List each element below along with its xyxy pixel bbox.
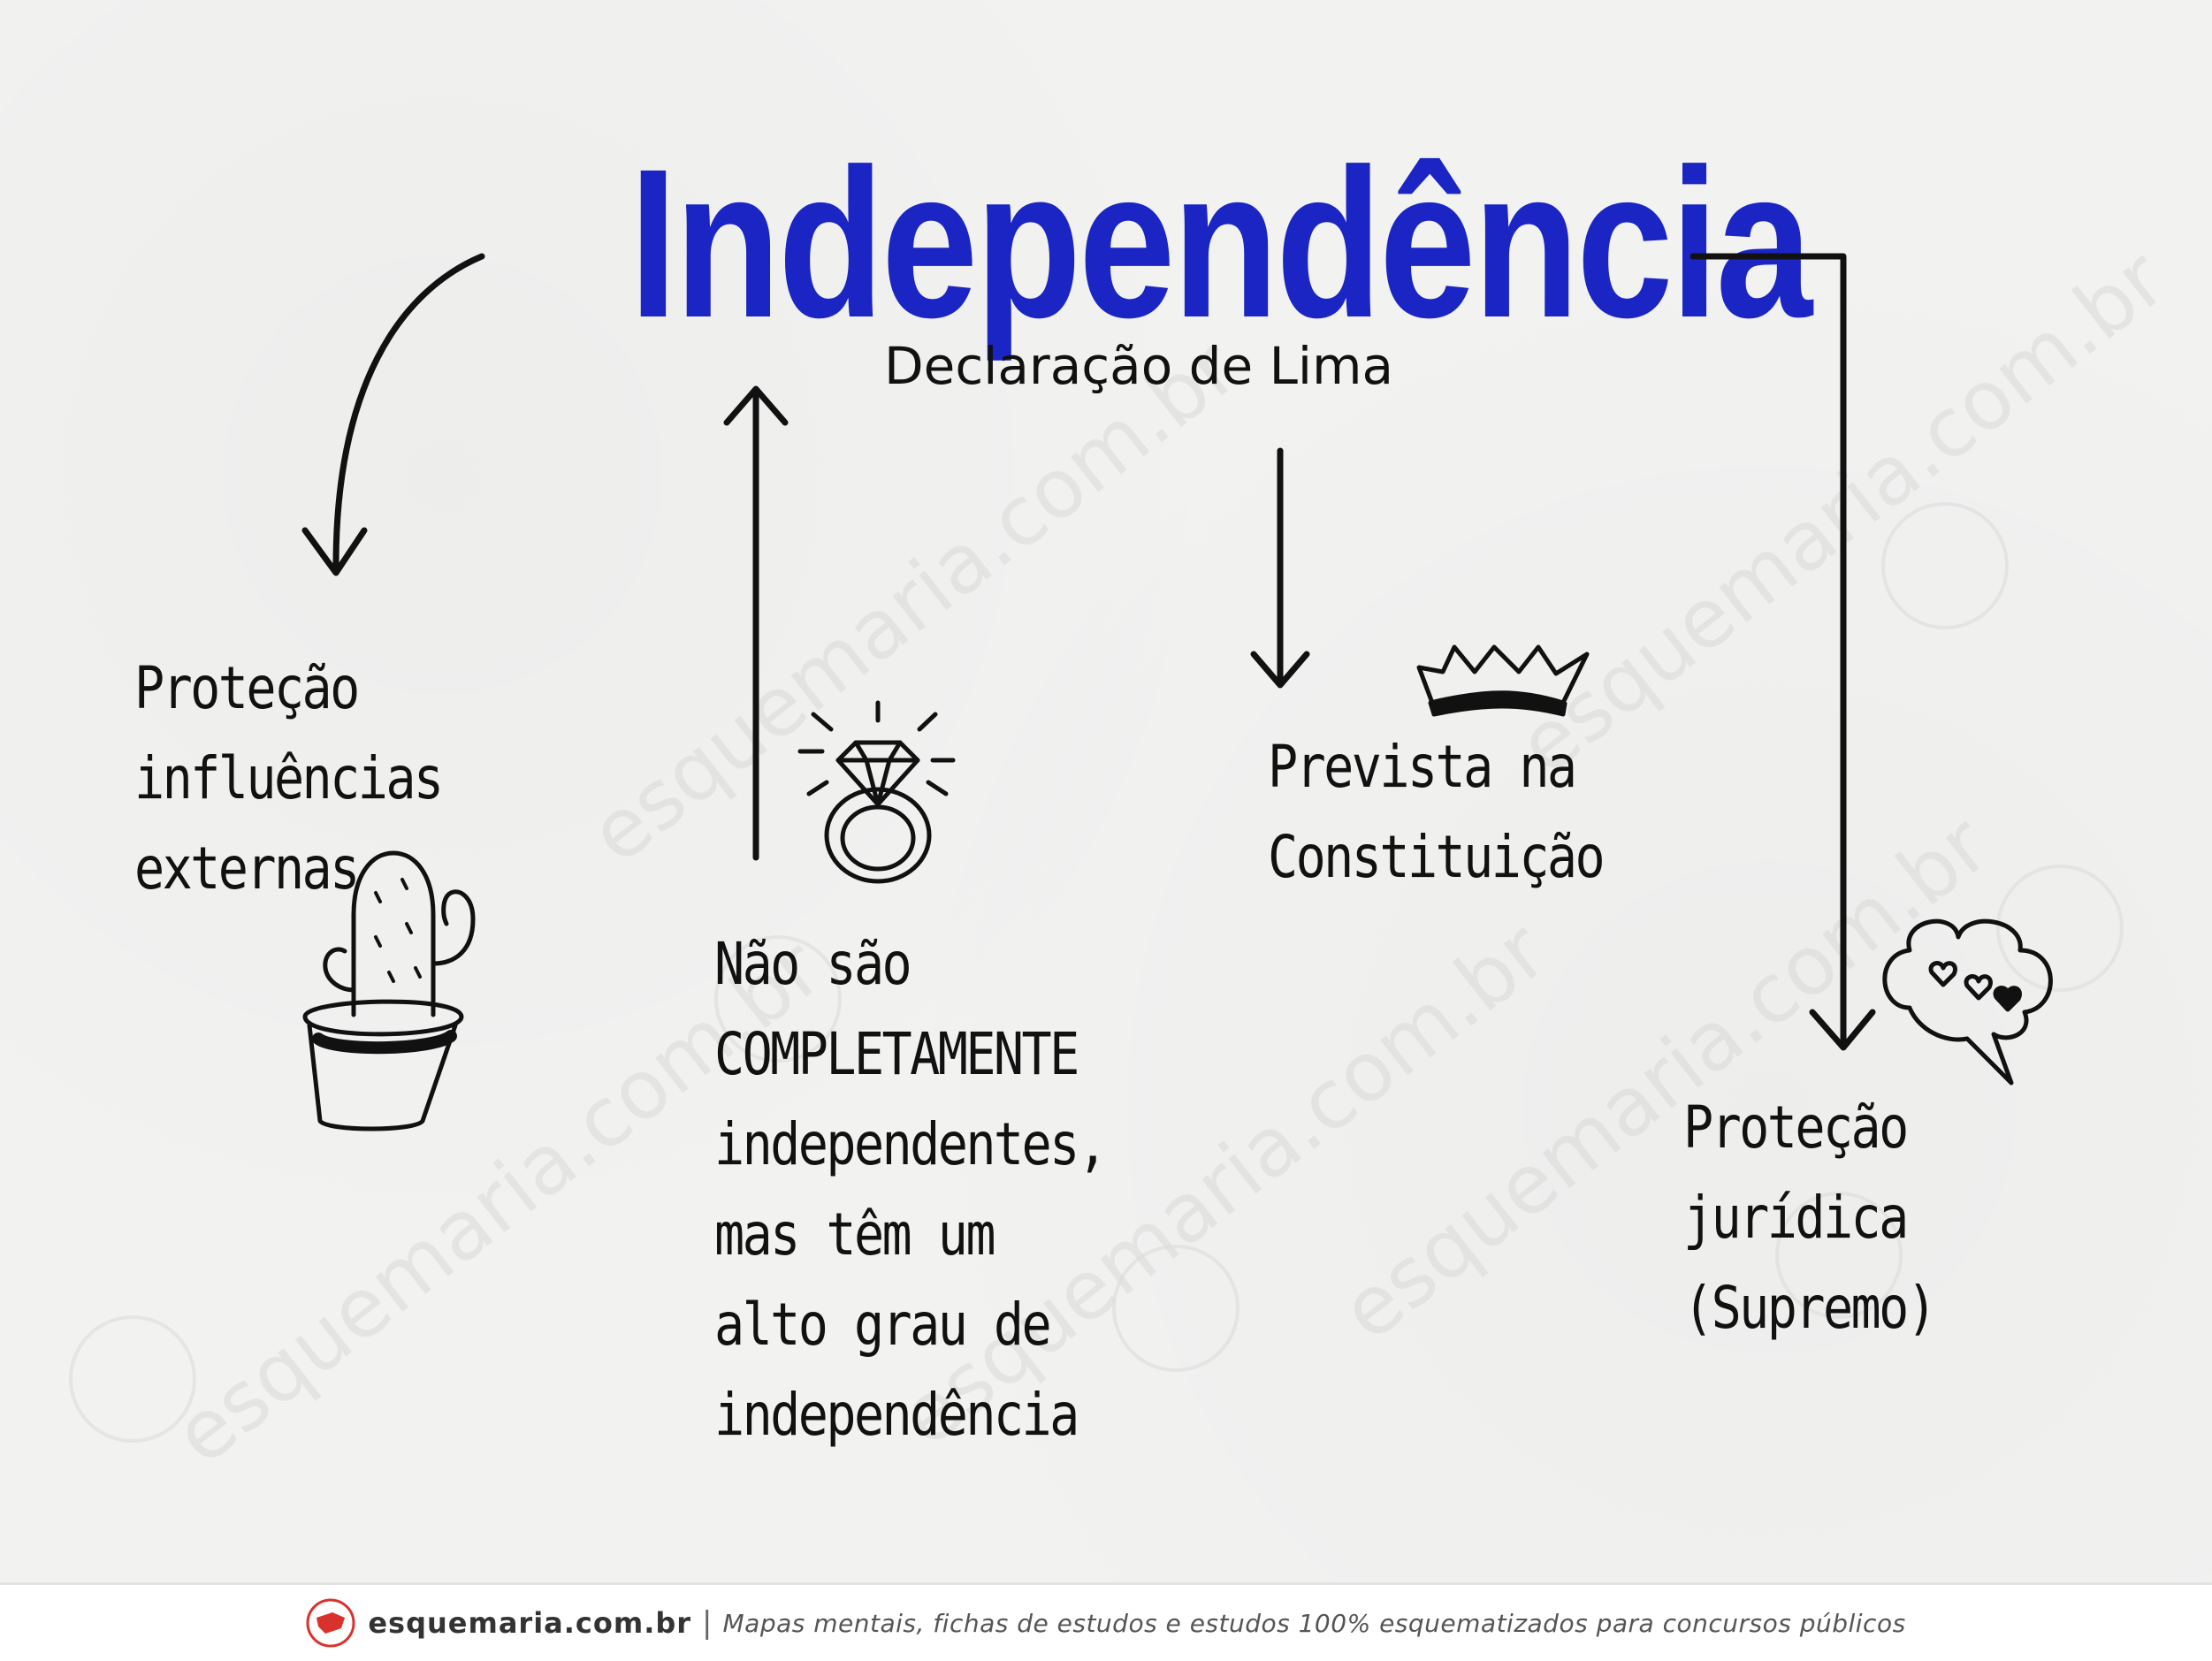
arrow-head-protecao xyxy=(301,527,368,576)
note-line: Proteção xyxy=(134,654,360,722)
crown-icon xyxy=(1416,644,1590,717)
note-protecao-influencias: Proteção influências externas xyxy=(134,644,444,914)
note-line: influências xyxy=(134,744,444,812)
note-line: (Supremo) xyxy=(1683,1274,1937,1342)
arrow-head-up xyxy=(723,385,789,426)
esquemaria-logo-icon xyxy=(306,1598,355,1648)
note-nao-sao-independentes: Não são COMPLETAMENTE independentes, mas… xyxy=(714,919,1108,1460)
page-subtitle: Declaração de Lima xyxy=(884,336,1394,396)
note-line: independência xyxy=(714,1381,1079,1449)
arrow-head-juridica xyxy=(1809,1009,1876,1051)
footer-separator: | xyxy=(702,1605,713,1641)
note-line: jurídica xyxy=(1683,1184,1909,1252)
arrow-elbow-juridica xyxy=(1690,253,1847,1047)
diamond-ring-icon xyxy=(797,700,956,884)
note-line: Proteção xyxy=(1683,1093,1909,1162)
note-prevista-constituicao: Prevista na Constituição xyxy=(1268,722,1606,903)
note-line: externas xyxy=(134,834,360,903)
note-line: mas têm um xyxy=(714,1200,996,1269)
arrow-head-down xyxy=(1250,651,1310,689)
note-line: independentes, xyxy=(714,1110,1108,1178)
note-line: Prevista na xyxy=(1268,733,1577,801)
note-line: Constituição xyxy=(1268,823,1606,891)
footer-bar: esquemaria.com.br | Mapas mentais, ficha… xyxy=(0,1582,2212,1661)
note-line: COMPLETAMENTE xyxy=(714,1020,1079,1088)
note-line: Não são xyxy=(714,930,912,998)
footer-brand-link[interactable]: esquemaria.com.br xyxy=(368,1606,692,1640)
note-line: alto grau de xyxy=(714,1291,1052,1359)
note-protecao-juridica: Proteção jurídica (Supremo) xyxy=(1683,1083,1937,1353)
cactus-icon xyxy=(302,850,476,1131)
heart-speech-bubble-icon xyxy=(1882,918,2053,1086)
arrow-to-protecao xyxy=(332,253,485,569)
diagram-drawing xyxy=(301,253,2053,1131)
footer-tagline: Mapas mentais, fichas de estudos e estud… xyxy=(722,1608,1906,1638)
